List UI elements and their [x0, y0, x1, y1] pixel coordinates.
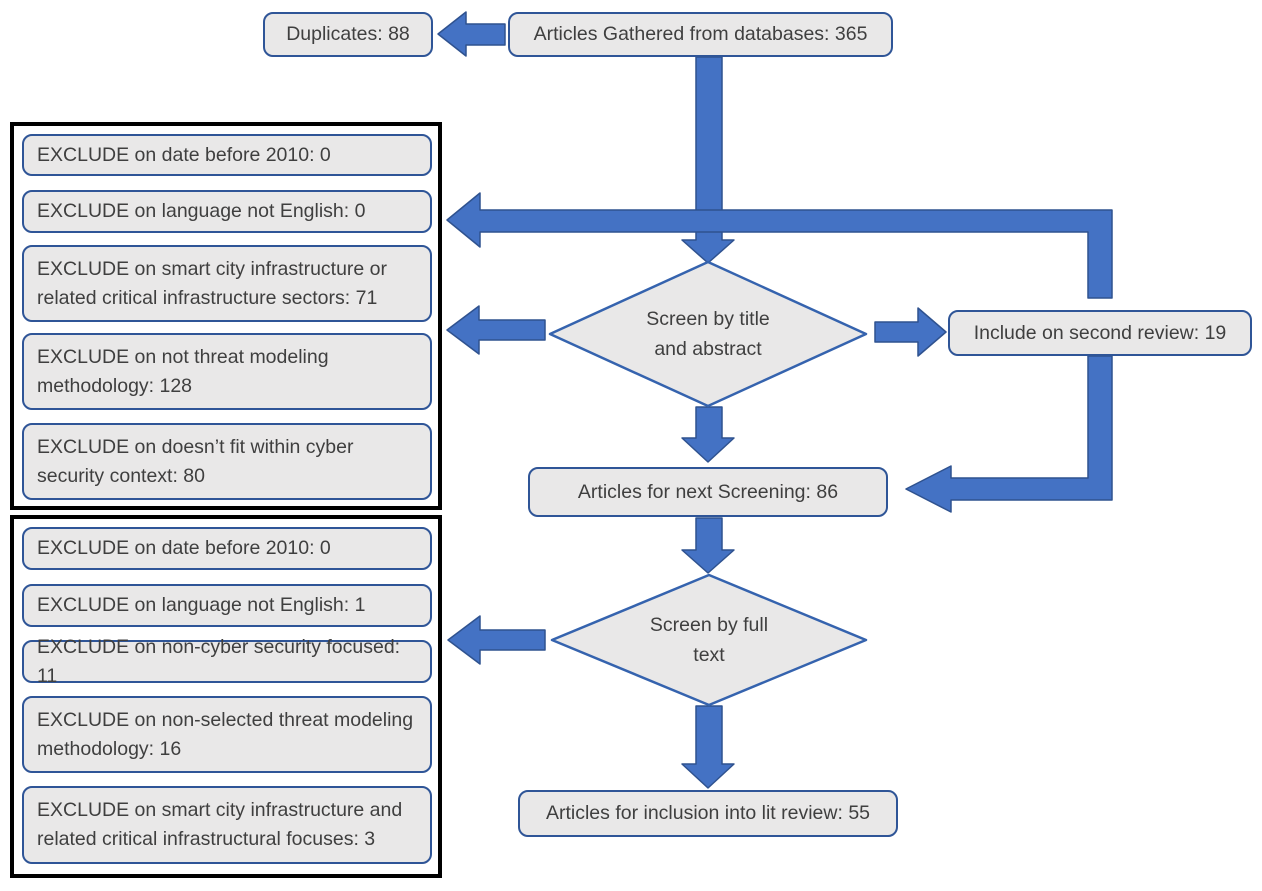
decision1-label-line1: Screen by title — [646, 308, 770, 330]
duplicates-box: Duplicates: 88 — [263, 12, 433, 57]
elbow-arrow-to-exclude-group1 — [446, 192, 1113, 299]
articles-gathered-box: Articles Gathered from databases: 365 — [508, 12, 893, 57]
include-second-review-box: Include on second review: 19 — [948, 310, 1252, 356]
exclude-box-not-threat-modeling: EXCLUDE on not threat modeling methodolo… — [22, 333, 432, 410]
arrow-screen1-to-include — [874, 307, 947, 357]
exclude-box2-non-selected-methodology: EXCLUDE on non-selected threat modeling … — [22, 696, 432, 773]
elbow-arrow-include-to-next-screening — [905, 355, 1113, 513]
next-screening-box: Articles for next Screening: 86 — [528, 467, 888, 517]
decision2-label-line1: Screen by full — [649, 614, 769, 636]
exclude-group2-frame — [10, 515, 442, 878]
arrow-screen1-to-next-screening — [681, 406, 735, 463]
decision2-label-line2: text — [693, 644, 725, 666]
exclude-box-language-not-english: EXCLUDE on language not English: 0 — [22, 190, 432, 233]
exclude-group1-frame — [10, 122, 442, 510]
arrow-gathered-to-duplicates — [437, 11, 506, 57]
arrow-screen2-to-exclude-group2 — [447, 615, 546, 665]
inclusion-box: Articles for inclusion into lit review: … — [518, 790, 898, 837]
exclude-box-smart-city-sectors: EXCLUDE on smart city infrastructure or … — [22, 245, 432, 322]
exclude-box-date-before-2010: EXCLUDE on date before 2010: 0 — [22, 134, 432, 176]
arrow-screen2-to-inclusion — [681, 705, 735, 789]
decision-screen-full-text-label: Screen by full text — [594, 610, 824, 670]
decision1-label-line2: and abstract — [654, 338, 762, 360]
exclude-box2-date-before-2010: EXCLUDE on date before 2010: 0 — [22, 527, 432, 570]
exclude-box-cyber-security-context: EXCLUDE on doesn’t fit within cyber secu… — [22, 423, 432, 500]
exclude-box2-language-not-english: EXCLUDE on language not English: 1 — [22, 584, 432, 627]
decision-screen-title-abstract — [548, 260, 868, 408]
arrow-screen1-to-exclude-group1 — [446, 305, 546, 355]
arrow-next-screening-to-screen2 — [681, 517, 735, 574]
decision-screen-title-abstract-label: Screen by title and abstract — [593, 304, 823, 364]
decision-screen-full-text — [550, 573, 868, 707]
exclude-box2-smart-city-focuses: EXCLUDE on smart city infrastructure and… — [22, 786, 432, 864]
exclude-box2-non-cyber-focused: EXCLUDE on non-cyber security focused: 1… — [22, 636, 432, 687]
